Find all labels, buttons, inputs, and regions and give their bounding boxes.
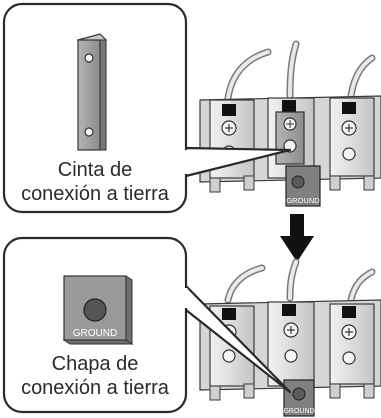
plate-caption-line1: Chapa de	[51, 353, 139, 375]
plate-ground-label: GROUND	[73, 328, 117, 339]
strap-callout	[2, 2, 292, 214]
ground-terminal-label-top: GROUND	[286, 196, 320, 205]
ground-plate-illustration: GROUND	[62, 275, 134, 345]
ground-plate-installed: GROUND	[283, 379, 315, 417]
plate-caption-line2: conexión a tierra	[21, 377, 169, 399]
strap-caption-line1: Cinta de	[57, 159, 133, 181]
strap-caption-line2: conexión a tierra	[21, 183, 169, 205]
ground-strap-installed: GROUND	[275, 111, 321, 207]
plate-callout: GROUND	[2, 236, 292, 414]
ground-strap-illustration	[76, 33, 108, 151]
ground-terminal-label-bottom: GROUND	[283, 408, 314, 415]
terminal-block-top: GROUND	[199, 40, 381, 207]
down-arrow-icon	[280, 214, 314, 262]
terminal-block-bottom: GROUND	[199, 258, 381, 417]
